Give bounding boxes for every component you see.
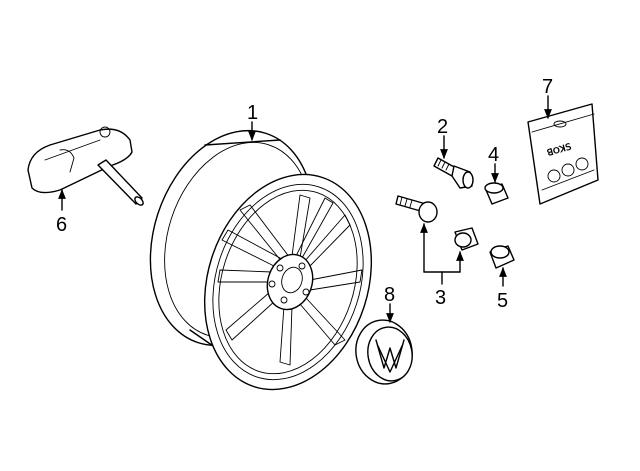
leader-lines [58,95,552,323]
callout-3: 3 [435,287,446,309]
tpms-sensor [27,126,144,206]
callout-8: 8 [384,284,395,306]
wheel-spokes [217,194,363,366]
callout-7: 7 [542,76,553,98]
key-cap [489,245,515,269]
callout-5: 5 [497,290,508,312]
callout-1: 1 [247,102,258,124]
callout-2: 2 [437,116,448,138]
callout-4: 4 [488,144,499,166]
bolt-kit-package: ꓭOꓘꓢ [527,103,599,205]
wheel-bolt [395,195,438,223]
callout-6: 6 [56,214,67,236]
locking-bolt [433,157,474,189]
center-cap [355,319,413,385]
alloy-wheel [149,129,373,391]
bolt-cap [484,182,509,205]
locking-key [454,227,479,251]
